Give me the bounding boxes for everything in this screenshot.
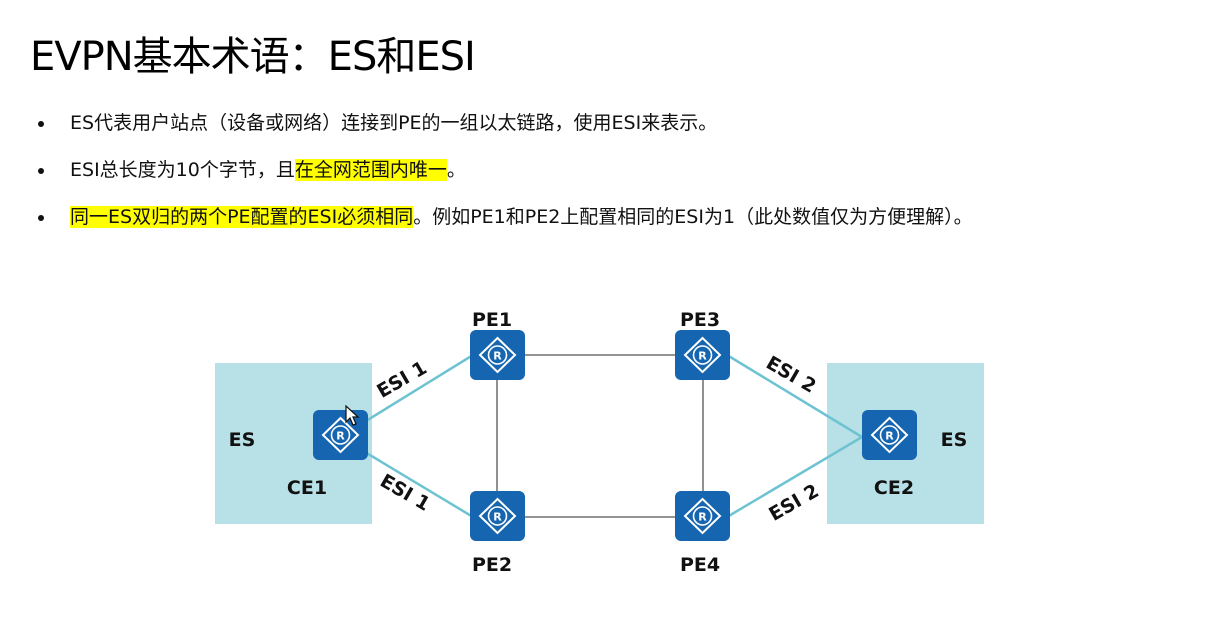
svg-text:R: R [493, 350, 502, 363]
bullet-text: ESI总长度为10个字节，且 [70, 159, 295, 181]
router-icon: R [675, 491, 730, 541]
highlighted-text: 同一ES双归的两个PE配置的ESI必须相同 [70, 206, 414, 228]
router-icon: R [470, 491, 525, 541]
svg-text:R: R [698, 511, 707, 524]
mouse-cursor-icon [345, 404, 360, 426]
bullet-dot-icon [38, 121, 44, 127]
router-icon: R [313, 410, 368, 460]
es-right-label: ES [941, 429, 968, 451]
page-title: EVPN基本术语：ES和ESI [30, 34, 476, 80]
ce1-label: CE1 [287, 477, 327, 499]
pe1-label: PE1 [472, 309, 512, 331]
pe4-label: PE4 [680, 554, 720, 576]
router-icon: R [470, 330, 525, 380]
bullet-text: ES代表用户站点（设备或网络）连接到PE的一组以太链路，使用ESI来表示。 [70, 112, 718, 134]
bullet-text: 。 [446, 159, 466, 181]
bullet-item: ES代表用户站点（设备或网络）连接到PE的一组以太链路，使用ESI来表示。 [36, 106, 1206, 153]
svg-text:R: R [698, 350, 707, 363]
bullet-list: ES代表用户站点（设备或网络）连接到PE的一组以太链路，使用ESI来表示。 ES… [36, 106, 1206, 247]
svg-text:R: R [336, 430, 345, 443]
esi-label-pe3-ce2: ESI 2 [762, 352, 819, 398]
ce2-label: CE2 [874, 477, 914, 499]
bullet-dot-icon [38, 215, 44, 221]
bullet-dot-icon [38, 168, 44, 174]
highlighted-text: 在全网范围内唯一 [294, 159, 447, 181]
pe2-label: PE2 [472, 554, 512, 576]
bullet-text: 。例如PE1和PE2上配置相同的ESI为1（此处数值仅为方便理解）。 [413, 206, 973, 228]
bullet-item: ESI总长度为10个字节，且在全网范围内唯一。 [36, 153, 1206, 200]
link-pe3-ce2 [726, 353, 863, 439]
svg-text:R: R [885, 430, 894, 443]
esi-label-ce1-pe1: ESI 1 [373, 357, 430, 403]
es-left-label: ES [229, 429, 256, 451]
router-icon: R [862, 410, 917, 460]
bullet-item: 同一ES双归的两个PE配置的ESI必须相同。例如PE1和PE2上配置相同的ESI… [36, 200, 1206, 247]
esi-label-pe4-ce2: ESI 2 [765, 480, 822, 526]
svg-text:R: R [493, 511, 502, 524]
router-icon: R [675, 330, 730, 380]
link-pe4-ce2 [726, 435, 863, 519]
pe3-label: PE3 [680, 309, 720, 331]
